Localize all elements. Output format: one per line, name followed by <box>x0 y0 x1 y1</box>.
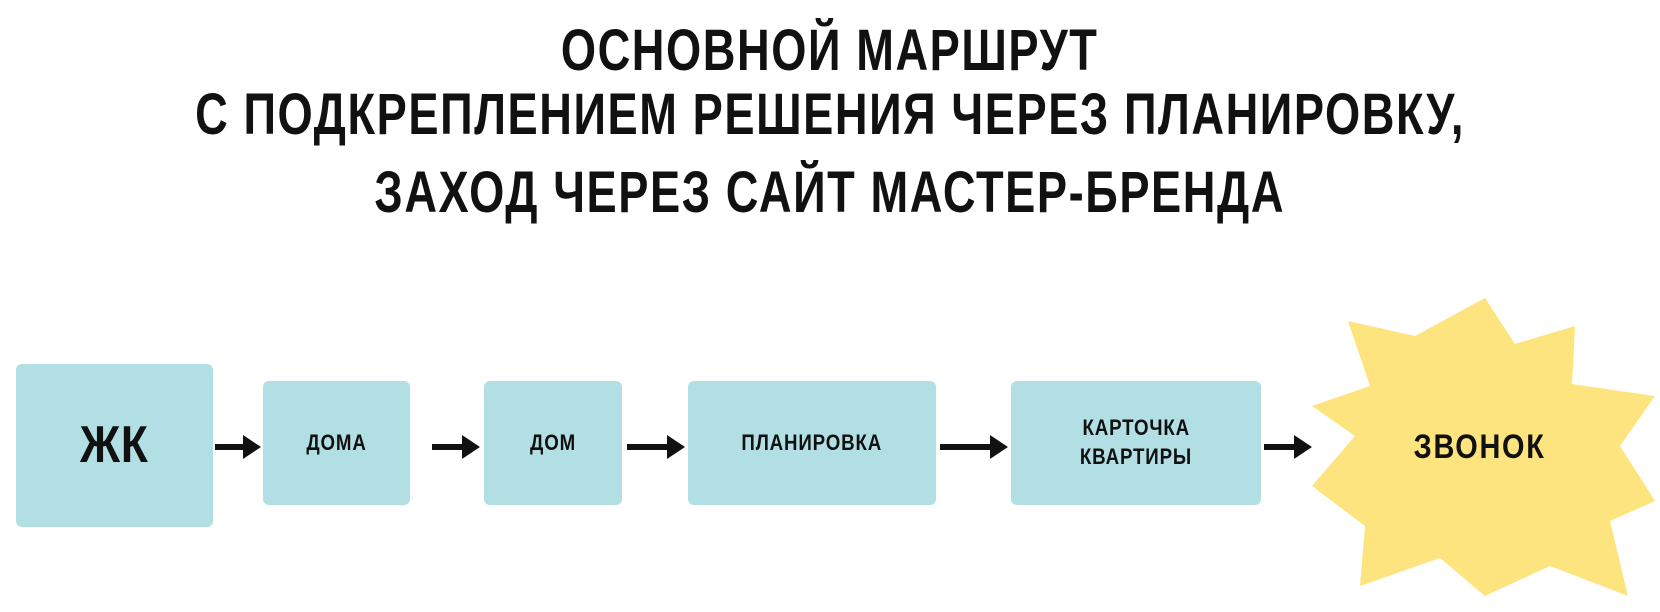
arrow-right-icon <box>1264 435 1312 459</box>
arrow-right-icon <box>215 435 261 459</box>
title-line-1: ОСНОВНОЙ МАРШРУТ <box>0 22 1660 80</box>
step-label: ПЛАНИРОВКА <box>741 429 883 455</box>
goal-text: ЗВОНОК <box>1414 428 1546 466</box>
step-kartochka-kvartiry: КАРТОЧКА КВАРТИРЫ <box>1011 381 1261 505</box>
step-dom: ДОМ <box>484 381 622 505</box>
arrow-right-icon <box>940 435 1008 459</box>
step-planirovka: ПЛАНИРОВКА <box>688 381 936 505</box>
title-text: С ПОДКРЕПЛЕНИЕМ РЕШЕНИЯ ЧЕРЕЗ ПЛАНИРОВКУ… <box>195 82 1465 147</box>
step-label: ЖК <box>80 415 149 474</box>
starburst-shape <box>1312 298 1655 596</box>
step-label: КАРТОЧКА <box>1082 415 1190 441</box>
title-line-3: ЗАХОД ЧЕРЕЗ САЙТ МАСТЕР-БРЕНДА <box>0 164 1660 222</box>
title-text: ЗАХОД ЧЕРЕЗ САЙТ МАСТЕР-БРЕНДА <box>374 160 1286 225</box>
step-label: ДОМА <box>306 429 367 455</box>
step-doma: ДОМА <box>263 381 410 505</box>
title-text: ОСНОВНОЙ МАРШРУТ <box>561 18 1099 83</box>
step-label: ДОМ <box>529 429 577 455</box>
arrow-right-icon <box>432 435 480 459</box>
step-zhk: ЖК <box>16 364 213 527</box>
arrow-right-icon <box>627 435 685 459</box>
goal-label: ЗВОНОК <box>1390 428 1570 467</box>
step-label: КВАРТИРЫ <box>1079 444 1193 469</box>
title-line-2: С ПОДКРЕПЛЕНИЕМ РЕШЕНИЯ ЧЕРЕЗ ПЛАНИРОВКУ… <box>0 86 1660 144</box>
